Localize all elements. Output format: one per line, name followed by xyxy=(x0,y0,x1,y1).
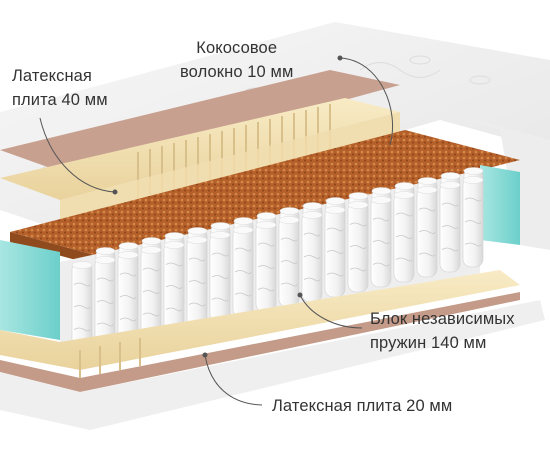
callout-latex-top-line2: плита 40 мм xyxy=(12,91,108,109)
pocket-spring xyxy=(370,196,392,288)
callout-springs-line1: Блок независимых xyxy=(370,310,515,328)
coconut-layer xyxy=(10,130,520,262)
leader-springs xyxy=(299,294,363,329)
callout-leaders xyxy=(39,55,394,406)
foam-perimeter-left xyxy=(0,240,60,340)
callout-springs-line2: пружин 140 мм xyxy=(370,334,487,352)
callout-latex-top: Латексная плита 40 мм xyxy=(12,64,108,112)
pocket-springs xyxy=(71,167,484,353)
callout-latex-bottom-line1: Латексная плита 20 мм xyxy=(272,397,453,415)
callout-coconut-line1: Кокосовое xyxy=(196,39,278,57)
pocket-spring xyxy=(71,261,93,353)
latex-bottom-slab xyxy=(0,270,520,370)
leader-coconut xyxy=(339,57,394,146)
callout-coconut: Кокосовое волокно 10 мм xyxy=(180,36,293,84)
pocket-spring xyxy=(209,231,231,323)
callout-springs: Блок независимых пружин 140 мм xyxy=(370,307,515,355)
pocket-spring xyxy=(393,191,415,283)
callout-latex-bottom: Латексная плита 20 мм xyxy=(272,394,452,418)
pocket-spring xyxy=(232,226,254,318)
foam-perimeter-right xyxy=(480,165,520,245)
latex-top-slab xyxy=(0,98,400,200)
pocket-spring xyxy=(140,246,162,338)
pocket-spring xyxy=(117,251,139,343)
pocket-spring xyxy=(278,216,300,308)
felt-layer-top xyxy=(0,70,400,175)
pocket-spring xyxy=(301,211,323,303)
pocket-spring xyxy=(416,186,438,278)
pocket-spring xyxy=(186,236,208,328)
cover-right-side xyxy=(400,100,550,250)
pocket-spring xyxy=(462,176,484,268)
pocket-spring xyxy=(255,221,277,313)
cover-bottom xyxy=(0,300,545,430)
leader-latex-top xyxy=(39,117,116,193)
felt-layer-bottom xyxy=(0,292,520,392)
latex-bottom-slots xyxy=(79,338,141,378)
pocket-spring xyxy=(439,181,461,273)
callout-coconut-line2: волокно 10 мм xyxy=(180,63,294,81)
callout-latex-top-line1: Латексная xyxy=(12,67,92,85)
pocket-spring xyxy=(94,256,116,348)
pocket-spring xyxy=(163,241,185,333)
pocket-spring xyxy=(324,206,346,298)
leader-latex-bottom xyxy=(204,354,263,406)
pocket-spring xyxy=(347,201,369,293)
